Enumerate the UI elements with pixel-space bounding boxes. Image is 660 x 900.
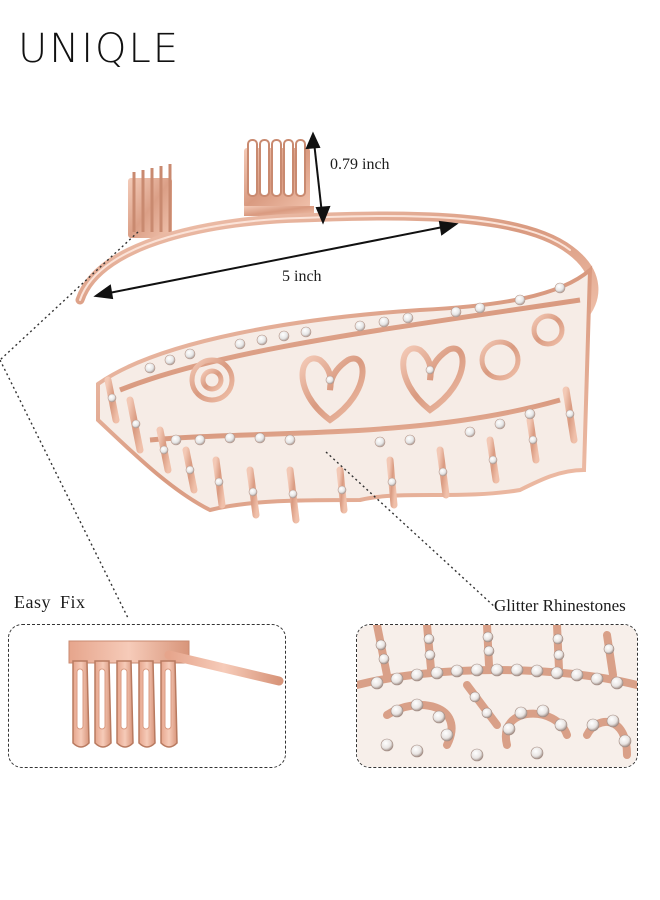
tiara-illustration (0, 131, 599, 619)
left-comb (128, 164, 172, 238)
rhinestones-closeup-image (357, 625, 637, 767)
width-measurement-label: 5 inch (282, 268, 322, 285)
brand-logo: UNIQLE (18, 26, 181, 72)
rhinestones-closeup-inset (356, 624, 638, 768)
width-arrow (93, 220, 459, 300)
height-arrow (305, 131, 331, 225)
tiara-crown (96, 265, 593, 524)
right-comb (244, 139, 314, 216)
height-measurement-label: 0.79 inch (330, 156, 390, 173)
easy-fix-label: Easy Fix (14, 592, 86, 612)
glitter-rhinestones-label: Glitter Rhinestones (494, 596, 626, 615)
comb-closeup-image (68, 640, 284, 748)
callout-leaders (0, 231, 497, 619)
comb-closeup-inset (8, 624, 286, 768)
